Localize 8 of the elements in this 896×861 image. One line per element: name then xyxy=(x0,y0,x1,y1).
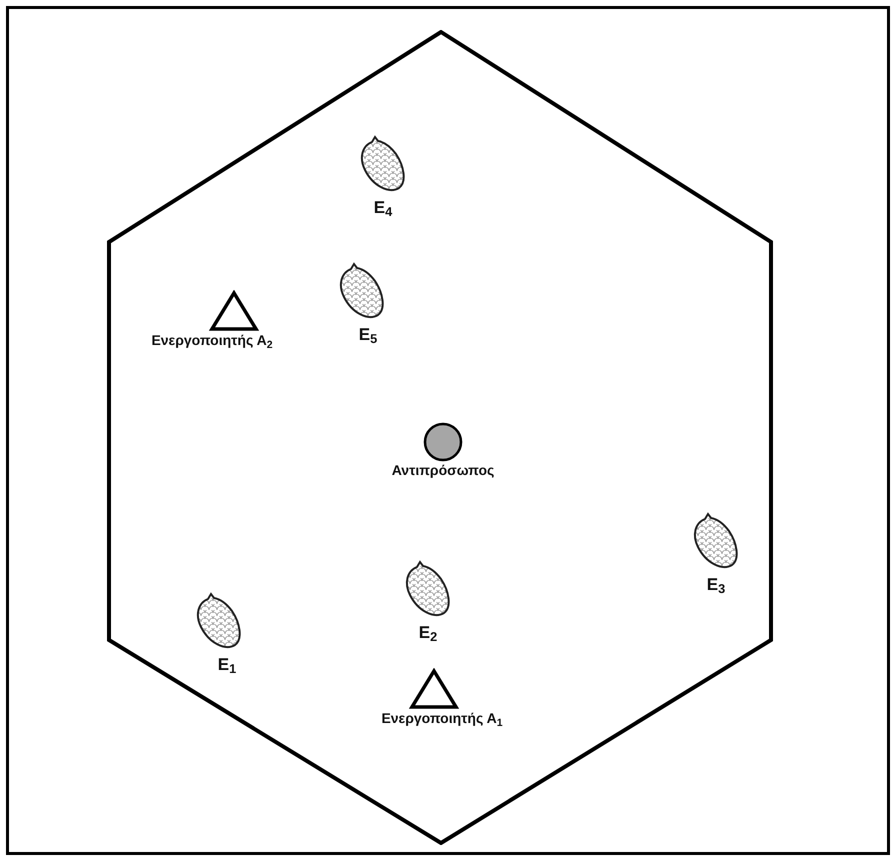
node-label: Ε$_{1}$ xyxy=(218,654,236,676)
node-label: Ε$_{3}$ xyxy=(706,574,726,596)
node-label: Ενεργοποιητής Α$_{1}$ xyxy=(381,710,503,728)
node-label: Ε$_{2}$ xyxy=(418,622,438,644)
node-label: Ε$_{5}$ xyxy=(358,324,378,346)
node-label: Αντιπρόσωπος xyxy=(392,462,494,480)
node-label: Ενεργοποιητής Α$_{2}$ xyxy=(151,332,273,350)
node-label: Ε$_{4}$ xyxy=(374,197,392,218)
